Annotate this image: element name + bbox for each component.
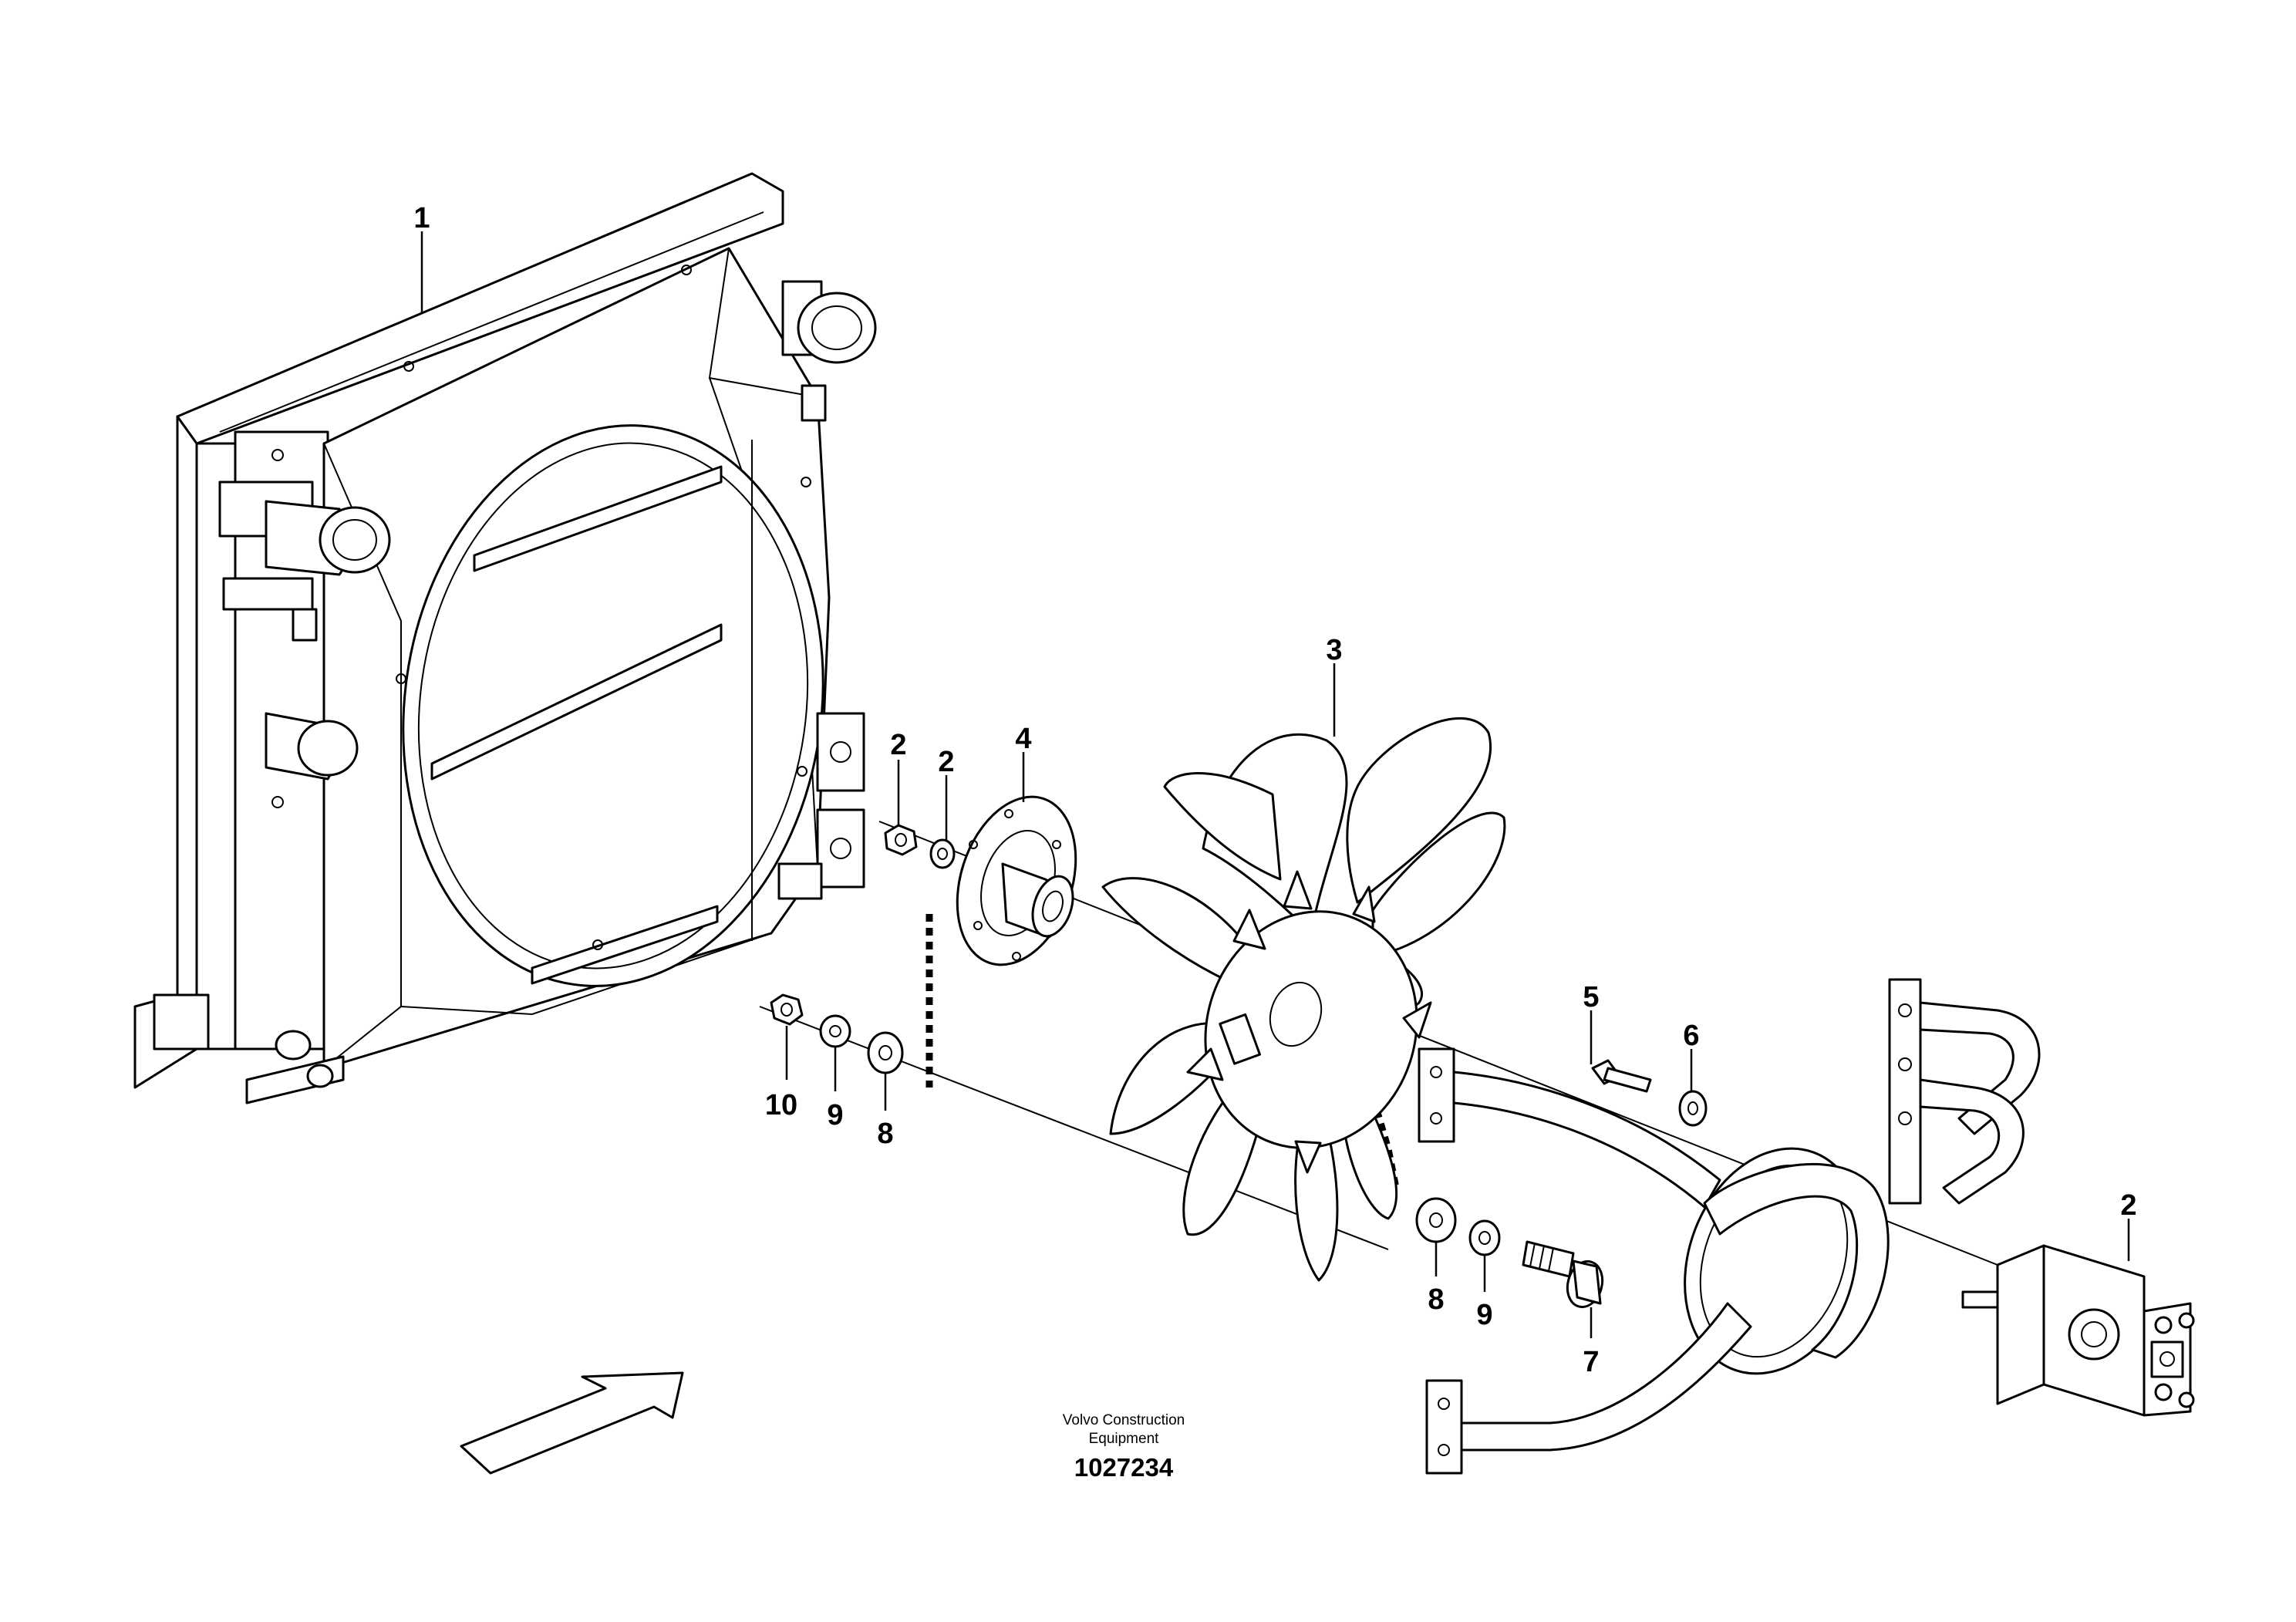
- lower-axis-line: [759, 1006, 1389, 1250]
- hydraulic-motor-part: [1961, 1244, 2195, 1417]
- callout-3-fan: 3: [1326, 634, 1342, 666]
- callout-8-lower: 8: [1428, 1283, 1444, 1316]
- nut-left-part: [770, 993, 804, 1026]
- washer-upper-part: [929, 838, 956, 869]
- washer-lower-large-part: [1415, 1197, 1457, 1243]
- callout-labels: 1 2 2 2 3 4 5 6 7 8 8 9 9 10: [413, 202, 2136, 1378]
- callout-6-washer: 6: [1683, 1020, 1699, 1052]
- callout-5-screw: 5: [1583, 981, 1599, 1013]
- callout-2-nut: 2: [890, 729, 906, 761]
- bolt-part: [1522, 1240, 1604, 1309]
- callout-2-motor: 2: [2120, 1189, 2136, 1222]
- callout-4-hub: 4: [1015, 723, 1031, 755]
- washer-bracket-part: [1678, 1090, 1708, 1127]
- callout-2-washer: 2: [938, 746, 954, 778]
- callout-9-left: 9: [827, 1099, 843, 1131]
- callout-7-bolt: 7: [1583, 1346, 1599, 1378]
- washer-left-small-part: [819, 1014, 851, 1048]
- callout-1-radiator: 1: [413, 202, 430, 234]
- callout-8-left: 8: [877, 1118, 893, 1150]
- bracket-assembly: [1418, 978, 2041, 1475]
- credit-block: Volvo Construction Equipment 1027234: [1063, 1412, 1185, 1482]
- hub-part: [956, 795, 1077, 966]
- callout-10-nut: 10: [765, 1089, 797, 1121]
- credit-line-1: Volvo Construction: [1063, 1412, 1185, 1428]
- callout-9-lower: 9: [1476, 1299, 1492, 1331]
- leader-lines: [420, 231, 2130, 1338]
- radiator-assembly: [133, 172, 877, 1104]
- washer-lower-small-part: [1468, 1219, 1501, 1256]
- nut-upper-part: [884, 824, 918, 856]
- fan-part: [1101, 717, 1506, 1282]
- credit-line-2: Equipment: [1089, 1431, 1160, 1447]
- screw-bracket-part: [1591, 1059, 1652, 1093]
- arrow-icon: [460, 1371, 684, 1475]
- document-number: 1027234: [1074, 1453, 1174, 1482]
- washer-left-large-part: [867, 1031, 904, 1074]
